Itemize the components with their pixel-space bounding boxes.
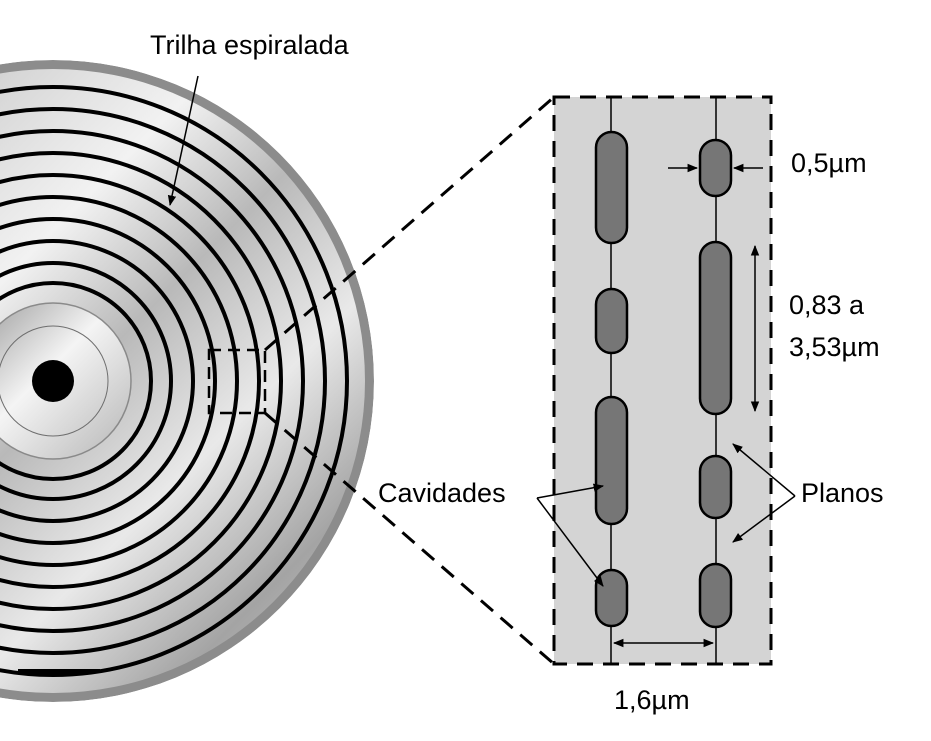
zoom-panel-border <box>552 95 773 666</box>
center-hole <box>32 360 74 402</box>
pit <box>698 562 733 629</box>
lands-label: Planos <box>801 478 884 508</box>
lands-arrow-upper <box>732 443 796 497</box>
zoom-panel <box>552 95 773 666</box>
lands-arrow-lower <box>732 495 796 543</box>
pit <box>698 240 733 416</box>
track-ring <box>0 281 153 481</box>
track-ring <box>0 195 239 567</box>
track-pitch-label: 1,6µm <box>614 685 690 715</box>
track-ring <box>0 239 195 523</box>
hub-ring <box>0 325 109 437</box>
pit-width-label: 0,5µm <box>791 148 867 178</box>
track-ring <box>0 129 305 633</box>
pit <box>594 130 629 245</box>
spiral-track-pointer-arrow <box>167 75 199 207</box>
pit <box>594 568 629 628</box>
track-ring <box>0 261 173 501</box>
zoom-selection-box <box>207 348 267 415</box>
track-ring <box>0 173 261 589</box>
track-ring <box>0 85 349 677</box>
pits-arrow-upper <box>536 483 605 499</box>
pits-arrow-lower <box>536 497 604 587</box>
zoom-projection-line-top <box>264 95 555 352</box>
track-ring <box>0 151 283 611</box>
track-ring <box>0 217 217 545</box>
pit <box>594 287 629 355</box>
zoom-projection-line-bottom <box>264 411 555 666</box>
pit <box>594 395 629 526</box>
pit <box>698 138 733 198</box>
pit <box>698 454 733 520</box>
pit-length-label-line1: 0,83 a <box>789 290 865 320</box>
zoom-panel-background <box>554 97 771 664</box>
pit-length-label-line2: 3,53µm <box>789 332 880 362</box>
pits-label: Cavidades <box>378 478 506 508</box>
annotation-arrows <box>167 75 796 648</box>
spiral-track-lines <box>0 85 349 677</box>
track-ring <box>0 107 327 655</box>
spiral-track-label: Trilha espiralada <box>150 30 350 60</box>
